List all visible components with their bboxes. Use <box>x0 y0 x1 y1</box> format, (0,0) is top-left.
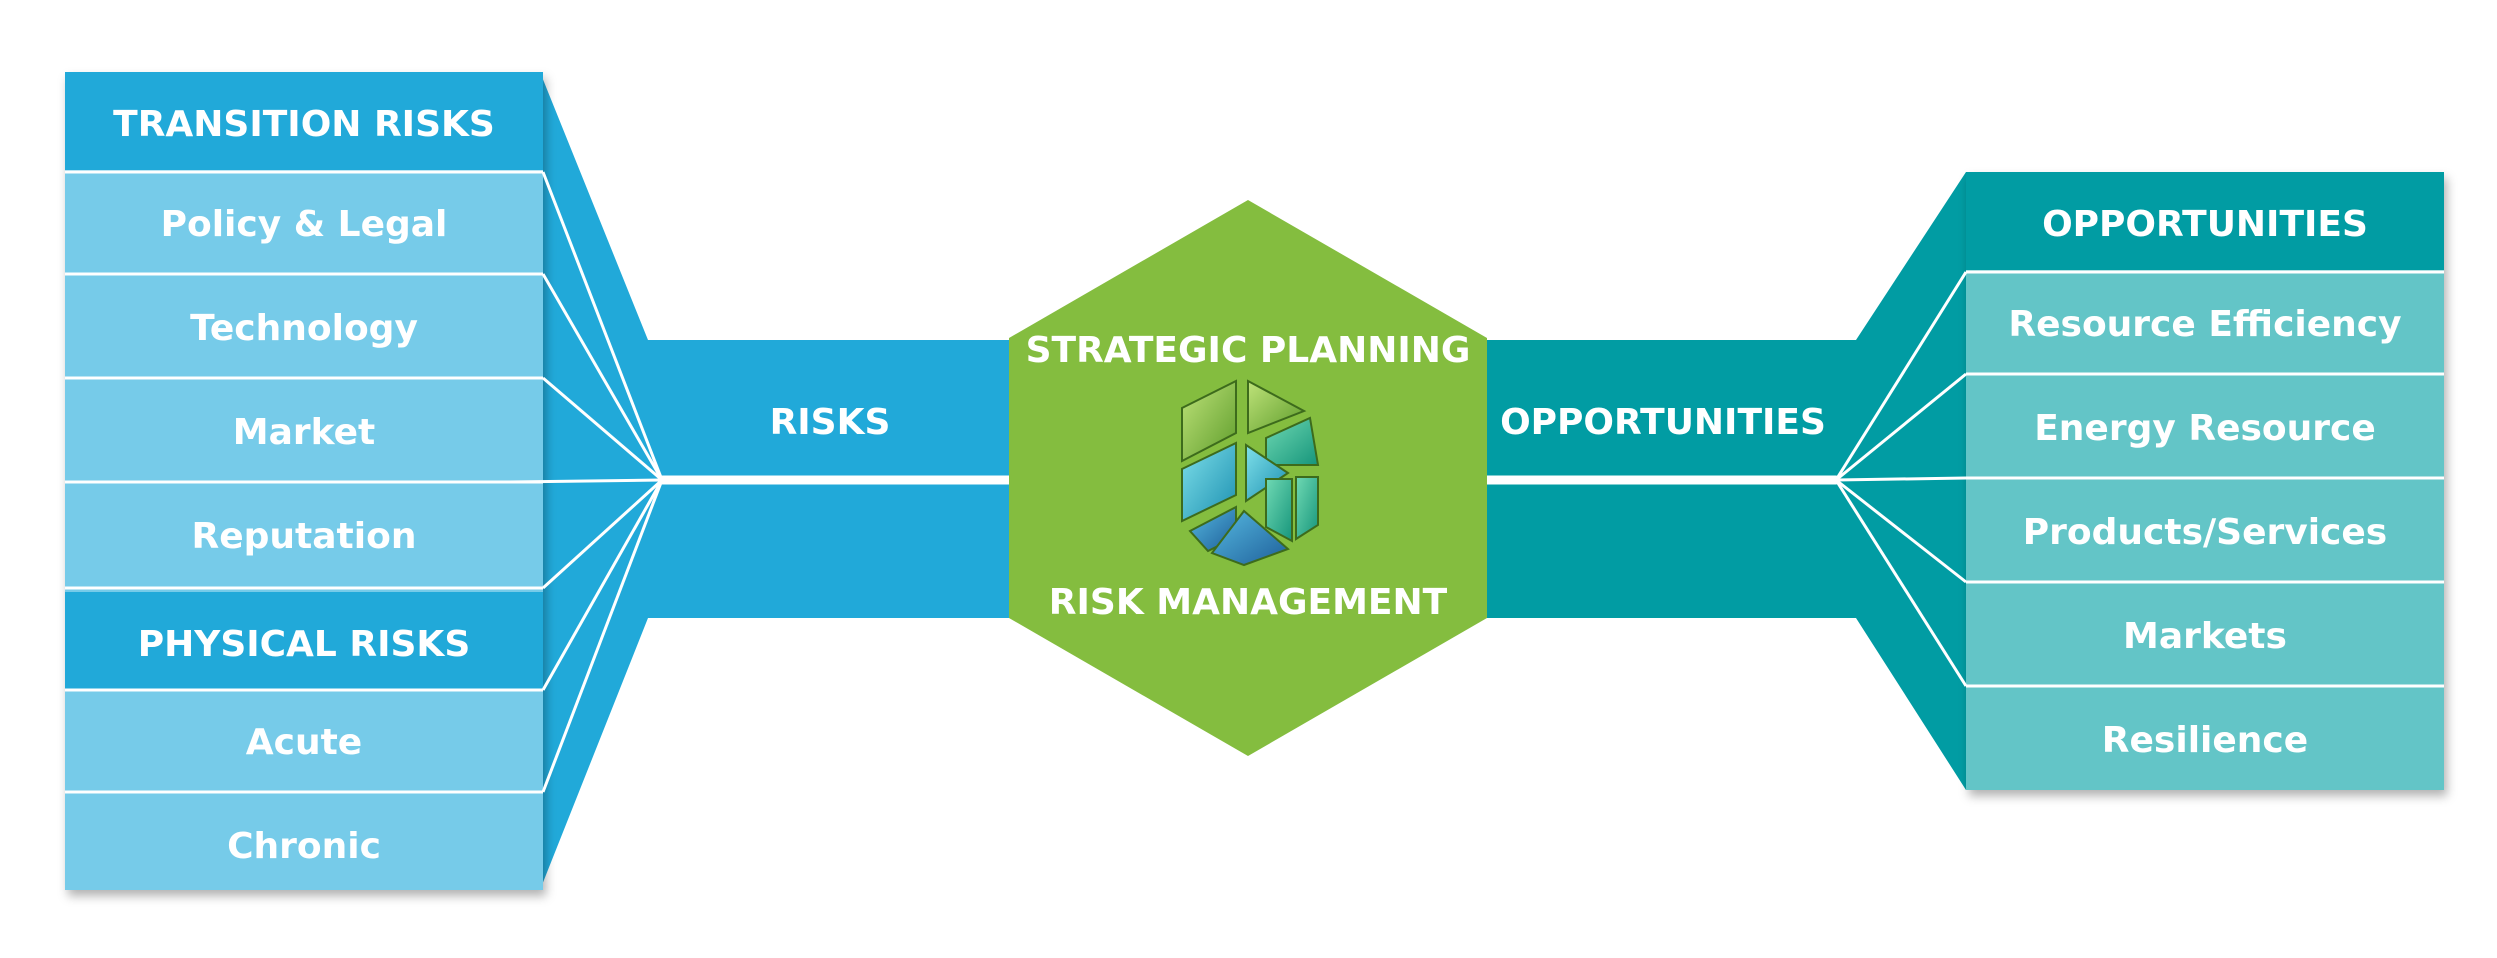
risk-management-label: RISK MANAGEMENT <box>1049 582 1448 623</box>
left-item-technology: Technology <box>190 308 418 349</box>
strategic-planning-label: STRATEGIC PLANNING <box>1026 330 1471 371</box>
left-dividers <box>65 170 543 794</box>
right-item-resilience: Resilience <box>2102 720 2308 761</box>
right-dividers <box>1966 270 2444 688</box>
left-item-chronic: Chronic <box>227 826 381 867</box>
right-boxes <box>1966 172 2444 688</box>
transition-risks-header <box>65 72 543 170</box>
center-opportunities-label: OPPORTUNITIES <box>1500 402 1826 443</box>
right-item-markets: Markets <box>2123 616 2287 657</box>
left-item-market: Market <box>233 412 375 453</box>
physical-risks-header <box>65 592 543 690</box>
opportunities-header <box>1966 172 2444 270</box>
left-connectors <box>509 171 664 793</box>
right-item-energy-resource: Energy Resource <box>2034 408 2376 449</box>
opportunities-header-label: OPPORTUNITIES <box>2042 204 2368 245</box>
left-boxes <box>65 72 543 794</box>
right-item-products-services: Products/Services <box>2023 512 2387 553</box>
right-item-resource-efficiency: Resource Efficiency <box>2008 304 2401 345</box>
physical-risks-label: PHYSICAL RISKS <box>138 624 471 665</box>
left-item-acute: Acute <box>246 722 362 763</box>
left-item-reputation: Reputation <box>192 516 417 557</box>
right-connectors <box>1834 271 1968 687</box>
transition-risks-label: TRANSITION RISKS <box>113 104 495 145</box>
risks-label: RISKS <box>770 402 891 443</box>
left-item-policy-legal: Policy & Legal <box>161 204 448 245</box>
hex-logo-icon <box>1181 379 1320 567</box>
